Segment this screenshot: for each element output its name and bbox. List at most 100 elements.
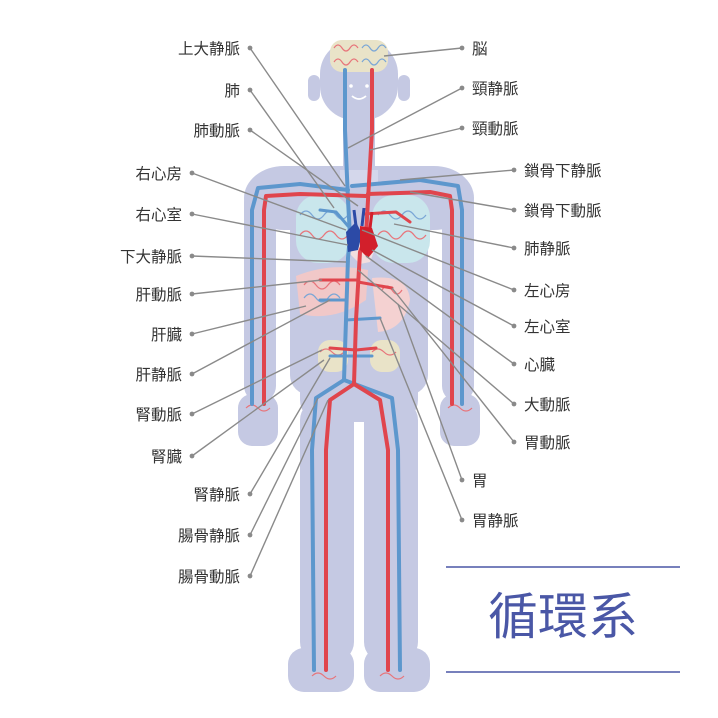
lung-right-capillaries-b (377, 230, 427, 240)
label-lung: 肺 (224, 82, 240, 100)
label-brain: 脳 (472, 40, 488, 58)
eye-right (365, 84, 369, 88)
leader-subclavian-vein (399, 169, 515, 181)
heart-vessels-red (368, 211, 374, 229)
left-hand (238, 394, 278, 446)
label-pulmonary-artery: 肺動脈 (193, 122, 240, 140)
leader-liver (191, 305, 307, 335)
left-ear (308, 75, 320, 101)
leader-pulmonary-vein (393, 223, 515, 249)
left-iliac-artery-path (324, 382, 356, 672)
label-pulmonary-vein: 肺静脈 (524, 240, 571, 258)
leader-carotid-artery (369, 127, 463, 151)
leader-brain (383, 47, 463, 57)
brain-capillaries-d (361, 58, 387, 66)
label-subclavian-vein: 鎖骨下静脈 (524, 162, 602, 180)
leader-right-ventricle (191, 213, 349, 246)
left-iliac-vein-path (310, 378, 346, 672)
left-foot (288, 648, 354, 692)
leader-renal-artery (191, 349, 323, 415)
right-foot-capillaries (379, 672, 405, 680)
body-silhouette (238, 40, 480, 692)
brain-capillaries-a (333, 44, 359, 52)
right-ear (398, 75, 410, 101)
left-subclavian-artery-path (262, 192, 368, 406)
right-leg (364, 400, 418, 662)
label-right-ventricle: 右心室 (135, 206, 182, 224)
kidney-left-capillaries (319, 348, 345, 356)
right-subclavian-vein-path (350, 178, 464, 406)
left-labels: 上大静脈 肺 肺動脈 右心房 右心室 下大静脈 肝動脈 肝臓 肝静脈 腎動脈 腎… (120, 40, 240, 586)
leader-lung-left (249, 89, 335, 209)
label-carotid-artery: 頸動脈 (472, 120, 519, 138)
left-foot-capillaries (311, 672, 337, 680)
leader-left-atrium (361, 229, 515, 291)
label-kidney: 腎臓 (151, 448, 183, 466)
leader-hepatic-vein (191, 299, 331, 375)
leader-dots (189, 45, 517, 579)
label-left-atrium: 左心房 (524, 282, 571, 300)
renal-artery-left-path (328, 346, 358, 352)
label-inferior-vena-cava: 下大静脈 (120, 248, 182, 266)
right-labels: 脳 頸静脈 頸動脈 鎖骨下静脈 鎖骨下動脈 肺静脈 左心房 左心室 心臓 大動脈… (472, 40, 602, 530)
leader-right-atrium (191, 172, 347, 231)
pulmonary-vein-path (318, 208, 350, 228)
arteries (262, 68, 454, 672)
brain-capillaries-b (361, 44, 387, 52)
face (349, 84, 369, 100)
label-left-ventricle: 左心室 (524, 318, 571, 336)
left-subclavian-vein-path (250, 182, 350, 406)
right-arm (442, 186, 474, 402)
carotid-artery-path (364, 68, 374, 238)
leader-lines (191, 47, 515, 577)
label-gastric-artery: 胃動脈 (524, 434, 571, 452)
right-heart (346, 222, 362, 252)
leader-renal-vein (249, 357, 331, 495)
leader-iliac-artery (249, 399, 329, 577)
leader-stomach (397, 303, 463, 481)
label-stomach: 胃 (472, 472, 488, 490)
leader-pulmonary-artery-left (249, 129, 359, 207)
leader-left-ventricle (371, 249, 515, 327)
title-block: 循環系 (446, 566, 680, 673)
diagram-title: 循環系 (488, 588, 638, 646)
label-right-atrium: 右心房 (135, 165, 182, 183)
label-hepatic-artery: 肝動脈 (135, 286, 182, 304)
left-arm (244, 186, 276, 402)
leader-iliac-vein (249, 397, 319, 536)
leader-hepatic-artery (191, 279, 323, 295)
label-renal-artery: 腎動脈 (135, 406, 182, 424)
right-foot (364, 648, 430, 692)
leader-subclavian-artery (409, 191, 515, 211)
gastric-vein-path (344, 316, 382, 322)
leader-heart (365, 255, 515, 365)
label-iliac-artery: 腸骨動脈 (178, 568, 240, 586)
right-iliac-artery-path (352, 382, 390, 672)
right-subclavian-artery-path (366, 190, 454, 406)
mouth (351, 95, 367, 100)
label-renal-vein: 腎静脈 (193, 486, 240, 504)
label-jugular-vein: 頸静脈 (472, 80, 519, 98)
label-iliac-vein: 腸骨静脈 (178, 527, 240, 545)
label-gastric-vein: 胃静脈 (472, 512, 519, 530)
leader-superior-vena-cava (249, 47, 346, 187)
label-liver: 肝臓 (151, 326, 183, 344)
label-heart: 心臓 (524, 356, 556, 374)
heart-vessels-blue (352, 207, 366, 227)
right-iliac-vein-path (342, 378, 402, 672)
liver-capillaries-b (303, 293, 341, 303)
leader-gastric-artery (391, 287, 515, 443)
label-aorta: 大動脈 (524, 396, 571, 414)
leader-gastric-vein (379, 317, 463, 521)
leader-aorta (357, 269, 515, 405)
jugular-vein-path (343, 68, 352, 238)
leader-jugular-vein (347, 87, 463, 149)
eye-left (349, 84, 353, 88)
kidney-right-capillaries (371, 348, 397, 356)
label-subclavian-artery: 鎖骨下動脈 (524, 202, 602, 220)
label-hepatic-vein: 肝静脈 (135, 366, 182, 384)
leader-inferior-vena-cava (191, 255, 347, 263)
brain-capillaries-c (333, 58, 359, 66)
